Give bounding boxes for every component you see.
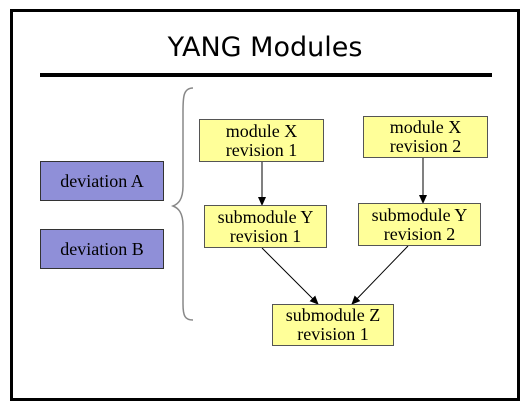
slide-title: YANG Modules bbox=[167, 32, 363, 63]
submodule-z-revision-1-box: submodule Z revision 1 bbox=[272, 304, 394, 346]
module-x-rev2-line2: revision 2 bbox=[389, 136, 462, 156]
deviation-a-label: deviation A bbox=[60, 170, 144, 191]
module-x-rev1-line2: revision 1 bbox=[225, 139, 298, 160]
deviation-b-label: deviation B bbox=[60, 238, 144, 259]
submodule-z-rev1-line2: revision 1 bbox=[297, 324, 369, 344]
submodule-y-rev2-line1: submodule Y bbox=[371, 204, 468, 225]
arrow-y1-to-z1 bbox=[261, 247, 319, 305]
deviation-b-box: deviation B bbox=[40, 229, 164, 269]
grouping-brace bbox=[170, 87, 194, 321]
submodule-z-rev1-line1: submodule Z bbox=[285, 305, 381, 325]
title-underline bbox=[40, 73, 492, 77]
module-x-rev1-line1: module X bbox=[225, 120, 298, 141]
deviation-a-box: deviation A bbox=[40, 161, 164, 201]
submodule-y-revision-1-box: submodule Y revision 1 bbox=[204, 205, 327, 248]
submodule-y-rev1-line1: submodule Y bbox=[217, 206, 314, 227]
module-x-revision-2-box: module X revision 2 bbox=[363, 116, 488, 158]
submodule-y-rev1-line2: revision 1 bbox=[229, 225, 302, 246]
module-x-revision-1-box: module X revision 1 bbox=[199, 119, 324, 162]
module-x-rev2-line1: module X bbox=[389, 117, 462, 137]
submodule-y-rev2-line2: revision 2 bbox=[383, 223, 456, 244]
arrow-y2-to-z1 bbox=[351, 245, 409, 305]
submodule-y-revision-2-box: submodule Y revision 2 bbox=[358, 203, 481, 246]
